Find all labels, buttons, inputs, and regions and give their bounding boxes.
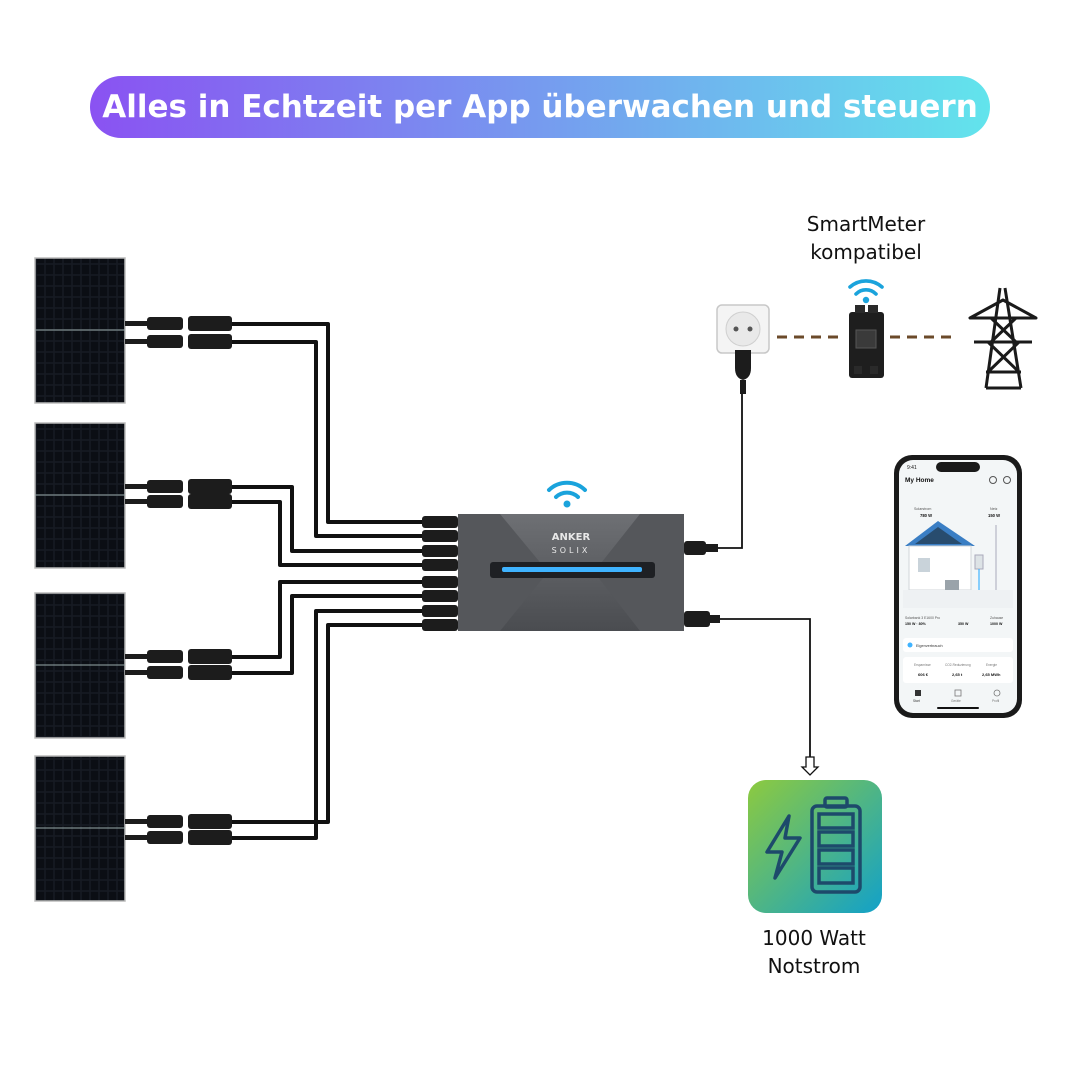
dc-cables [230, 322, 428, 840]
solar-panel-3 [34, 592, 126, 739]
app-add-icon[interactable] [989, 476, 997, 484]
headline-banner: Alles in Echtzeit per App überwachen und… [90, 76, 990, 138]
plug-icon [735, 350, 751, 394]
app-nav-home-icon[interactable] [915, 690, 921, 696]
backup-caption: 1000 Watt Notstrom [724, 924, 904, 980]
app-house-illustration [903, 521, 1013, 608]
app-nav-devices[interactable]: Geräte [951, 699, 961, 703]
backup-caption-line1: 1000 Watt [762, 926, 866, 950]
app-stat3-label: Energie [986, 663, 997, 667]
app-stat1-value: 606 € [918, 672, 929, 677]
app-stat3-value: 2,65 MWh [982, 672, 1001, 677]
solar-panel-4 [34, 755, 126, 902]
solar-panel-2 [34, 422, 126, 569]
backup-caption-line2: Notstrom [767, 954, 861, 978]
app-home-label: Zuhause [990, 616, 1003, 620]
smartmeter-caption: SmartMeter kompatibel [776, 210, 956, 266]
app-nav-start[interactable]: Start [913, 699, 920, 703]
app-selfuse-label: Eigenverbrauch [916, 644, 943, 648]
app-stat2-label: CO2-Reduzierung [945, 663, 971, 667]
anker-solix-device: ANKER SOLIX [458, 514, 684, 631]
app-solar-value: 780 W [920, 513, 932, 518]
wifi-icon [848, 279, 884, 304]
lightning-bolt-icon [765, 814, 802, 880]
app-grid-label: Netz [990, 507, 998, 511]
app-home-value: 1000 W [990, 622, 1003, 626]
battery-icon [810, 796, 862, 894]
socket-icon [716, 304, 770, 354]
app-battery-value: 150 W · 80% [905, 622, 927, 626]
app-house-value: 350 W [958, 622, 969, 626]
smartphone-app: 9:41 My Home Solarstrom 780 W Netz 150 W… [894, 455, 1022, 718]
mc4-connectors [125, 316, 232, 845]
device-brand-top: ANKER [552, 532, 591, 543]
app-grid-value: 150 W [988, 513, 1000, 518]
device-brand-bottom: SOLIX [552, 546, 591, 555]
app-stats-card [903, 657, 1013, 683]
ac-cable [684, 393, 743, 549]
headline-text: Alles in Echtzeit per App überwachen und… [102, 89, 978, 125]
wifi-icon [547, 480, 587, 508]
app-solar-label: Solarstrom [914, 507, 931, 511]
smartmeter-caption-line2: kompatibel [810, 240, 922, 264]
app-nav-devices-icon[interactable] [954, 689, 962, 697]
power-tower-icon [968, 287, 1038, 390]
backup-cable [684, 618, 811, 758]
app-settings-icon[interactable] [1003, 476, 1011, 484]
app-stat2-value: 2,65 t [952, 672, 963, 677]
battery-backup-tile [748, 780, 882, 913]
smart-meter-icon [849, 305, 884, 378]
arrow-down-icon [800, 756, 820, 776]
app-home-title[interactable]: My Home [905, 477, 934, 484]
app-nav-profile[interactable]: Profil [992, 699, 1000, 703]
app-battery-label: Solarbank 3 E1600 Pro [905, 616, 940, 620]
app-selfuse-row[interactable] [903, 638, 1013, 652]
solar-panel-1 [34, 257, 126, 404]
device-input-connectors [422, 516, 458, 631]
smartmeter-caption-line1: SmartMeter [806, 212, 926, 236]
app-stat1-label: Ersparnisse [914, 663, 931, 667]
app-clock: 9:41 [907, 465, 917, 471]
app-nav-profile-icon[interactable] [993, 689, 1001, 697]
